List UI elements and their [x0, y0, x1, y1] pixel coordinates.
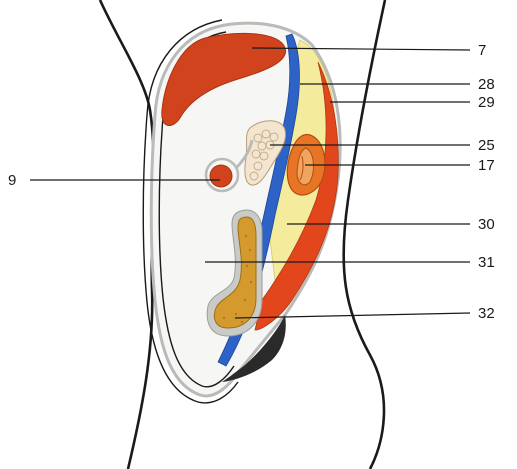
callout-32: 32 [478, 305, 495, 322]
callout-30: 30 [478, 216, 495, 233]
callout-9: 9 [8, 172, 16, 189]
callout-29: 29 [478, 94, 495, 111]
callout-31: 31 [478, 254, 495, 271]
callout-7: 7 [478, 42, 486, 59]
callout-17: 17 [478, 157, 495, 174]
callout-25: 25 [478, 137, 495, 154]
callout-28: 28 [478, 76, 495, 93]
body-outline-left [100, 0, 154, 469]
organ-9 [210, 165, 232, 187]
body-outline-right [344, 0, 385, 469]
